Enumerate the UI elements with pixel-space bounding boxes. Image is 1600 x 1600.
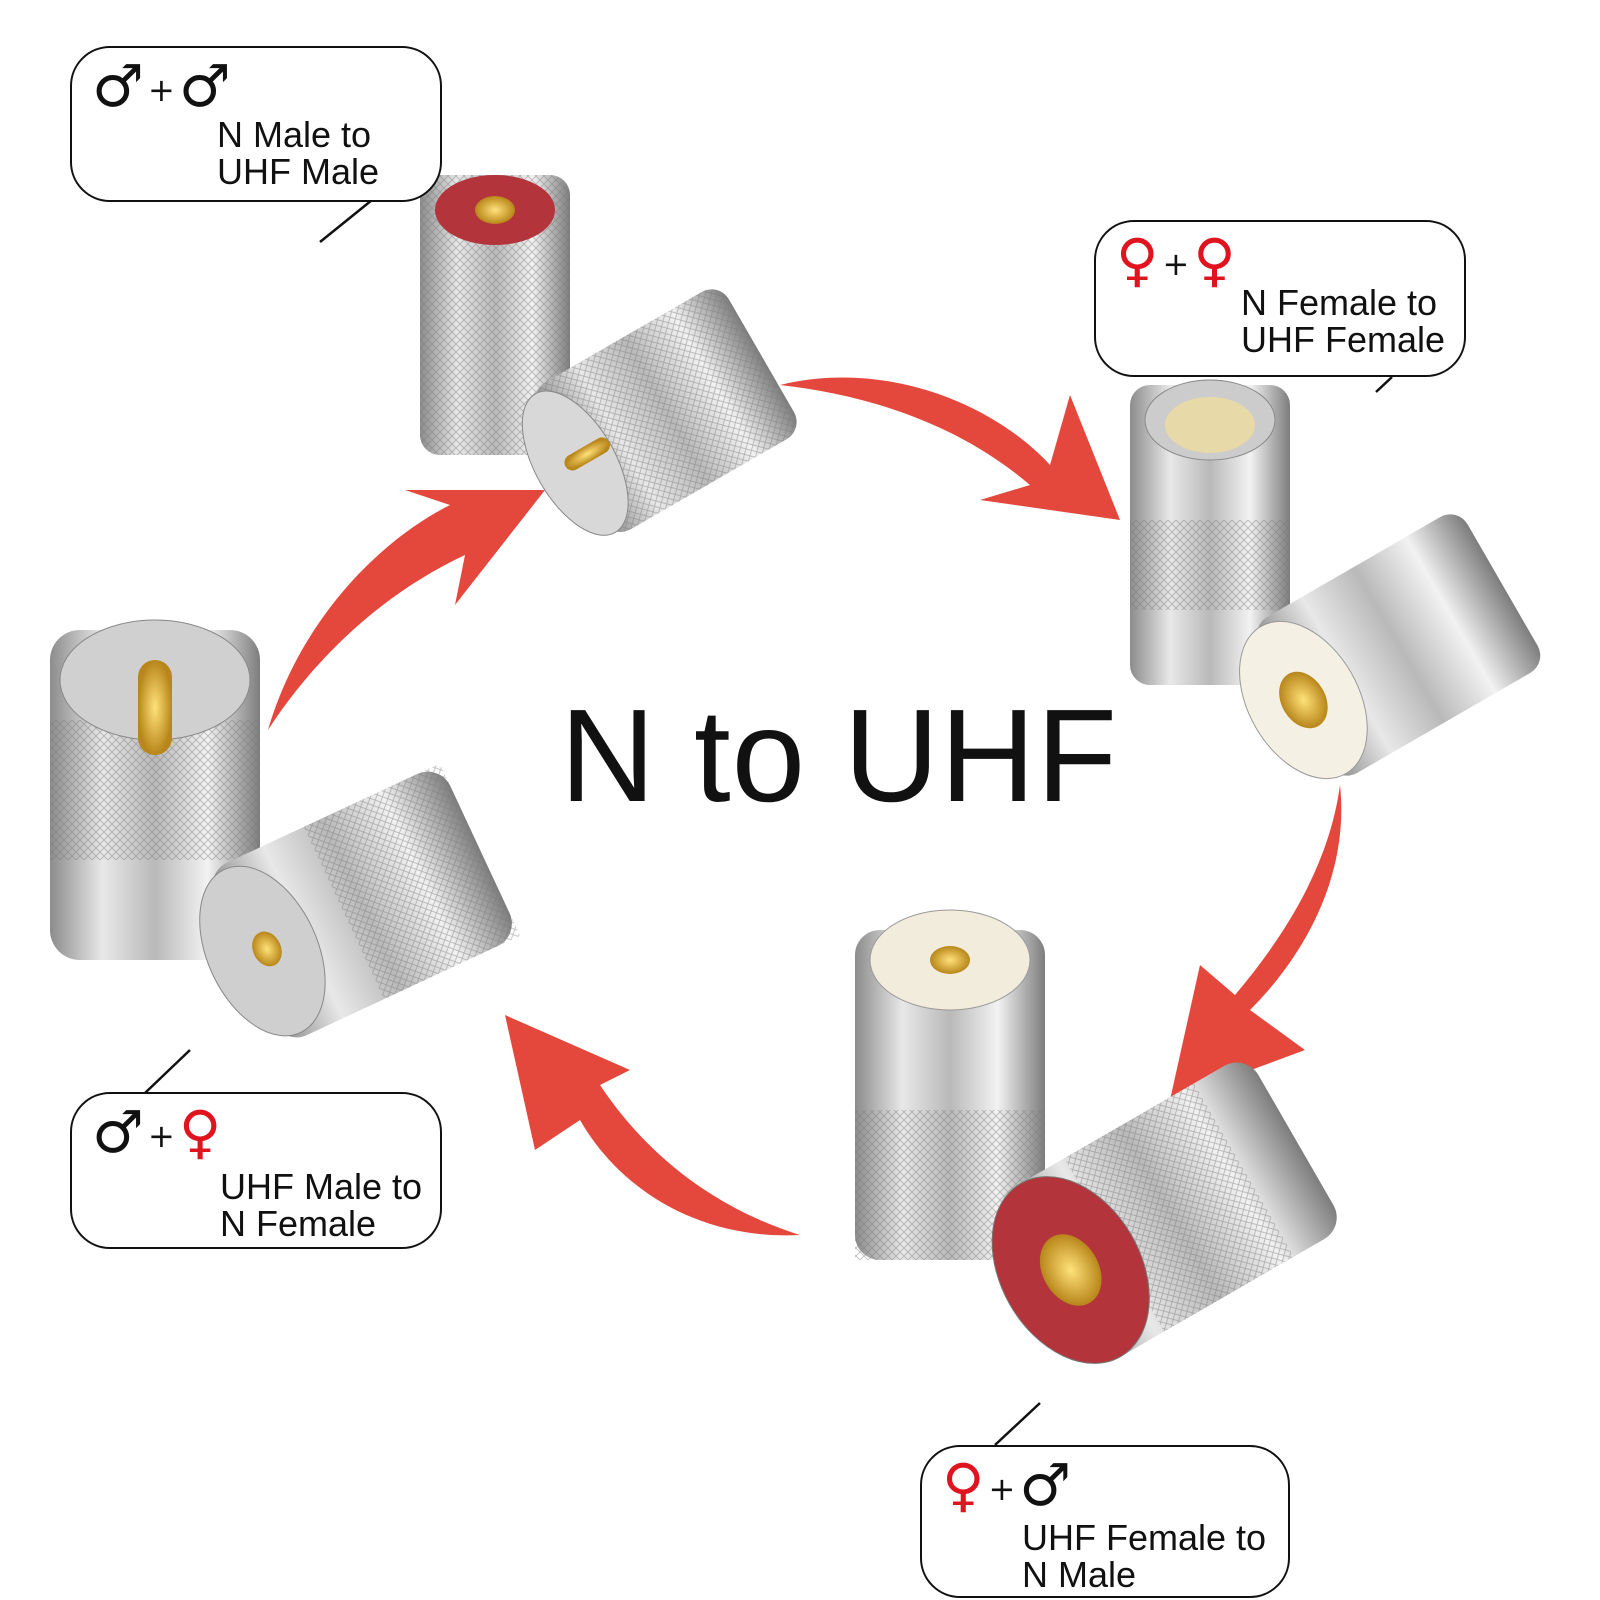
male-symbol-icon: ♂ <box>92 1098 144 1166</box>
callout-label: N Female to UHF Female <box>1241 282 1446 360</box>
callout-n-female-uhf-female: ♀+♀ N Female to UHF Female <box>1094 220 1466 377</box>
page-title: N to UHF <box>560 682 1119 829</box>
male-symbol-icon: ♂ <box>92 52 144 120</box>
female-symbol-icon: ♀ <box>178 1098 222 1166</box>
connector-n-female-uhf-female-angled <box>1239 514 1541 780</box>
callout-uhf-female-n-male: ♀+♂ UHF Female to N Male <box>920 1445 1290 1598</box>
gender-symbols: ♀+♀ <box>1116 226 1236 294</box>
arrow-top-left <box>268 490 545 730</box>
connector-n-male-uhf-male-angled <box>521 289 797 536</box>
male-symbol-icon: ♂ <box>1019 1451 1072 1519</box>
gender-symbols: ♀+♂ <box>942 1451 1072 1519</box>
female-symbol-icon: ♀ <box>1116 226 1159 294</box>
callout-label: N Male to UHF Male <box>217 114 380 192</box>
female-symbol-icon: ♀ <box>942 1451 985 1519</box>
connector-uhf-male-n-female-angled <box>199 763 521 1038</box>
connector-n-female-uhf-female-upright <box>1130 379 1290 685</box>
connector-uhf-female-n-male-angled <box>991 1062 1337 1364</box>
callout-label: UHF Female to N Male <box>1022 1517 1267 1595</box>
connector-uhf-female-n-male-upright <box>855 909 1045 1260</box>
arrow-bottom-left <box>505 1015 800 1236</box>
gender-symbols: ♂+♂ <box>92 52 231 120</box>
arrow-top-right <box>780 377 1120 520</box>
connector-uhf-male-n-female-upright <box>50 619 260 960</box>
gender-symbols: ♂+♀ <box>92 1098 222 1166</box>
callout-n-male-uhf-male: ♂+♂ N Male to UHF Male <box>70 46 442 202</box>
connector-n-male-uhf-male-upright <box>420 175 570 455</box>
male-symbol-icon: ♂ <box>178 52 231 120</box>
female-symbol-icon: ♀ <box>1193 226 1236 294</box>
arrow-right <box>1170 785 1342 1100</box>
callout-label: UHF Male to N Female <box>220 1166 423 1244</box>
callout-uhf-male-n-female: ♂+♀ UHF Male to N Female <box>70 1092 442 1249</box>
